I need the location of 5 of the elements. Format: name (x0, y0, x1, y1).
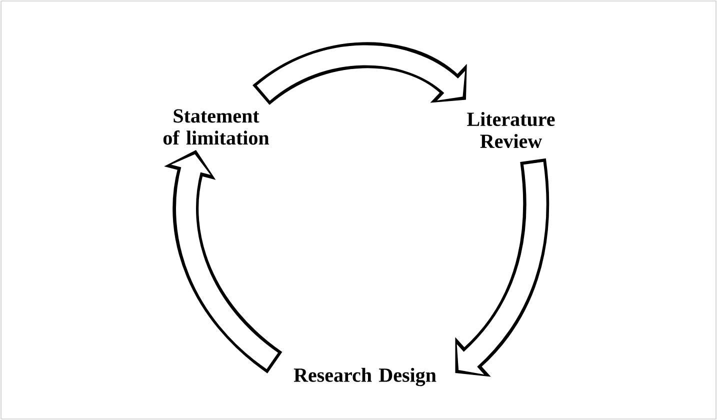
step-label: Statement of limitation (163, 109, 270, 145)
curved-block-arrow (253, 42, 467, 106)
curved-block-arrow (455, 158, 550, 377)
step-label: Literature Review (467, 112, 555, 148)
step-label: Research Design (294, 368, 436, 386)
